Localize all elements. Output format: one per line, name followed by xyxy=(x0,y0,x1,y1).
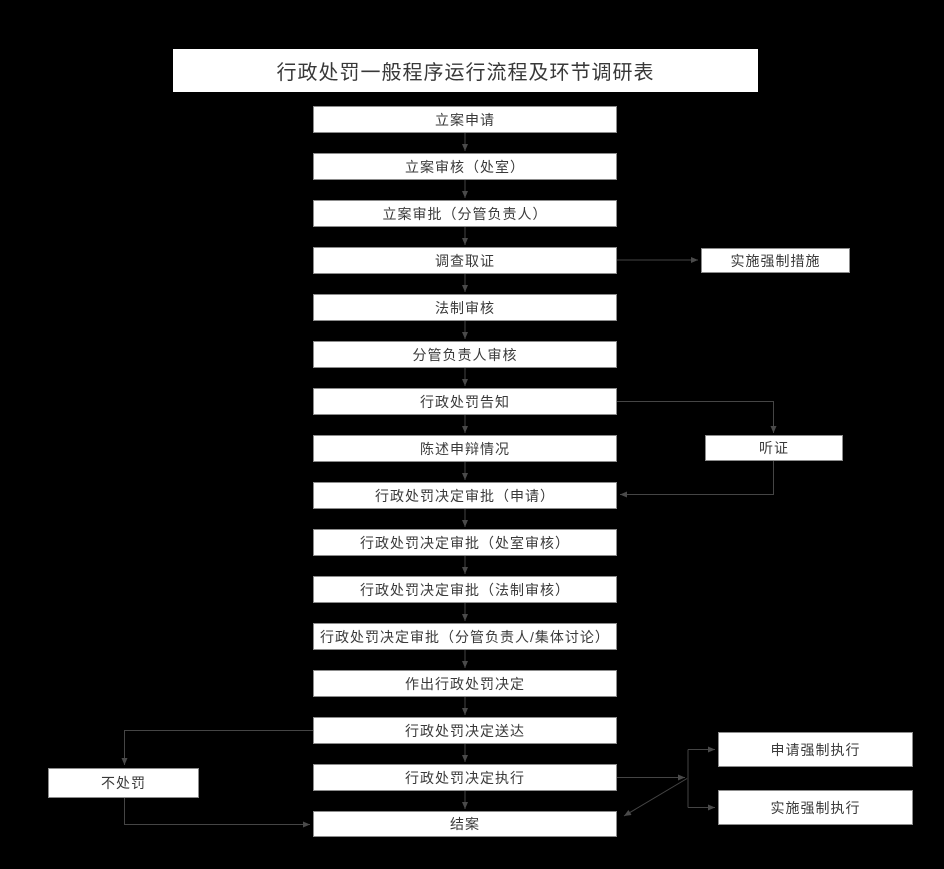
node-decision-approval-legal: 行政处罚决定审批（法制审核） xyxy=(313,576,617,603)
connector-hearing-to-approval xyxy=(620,461,774,498)
node-leader-review: 分管负责人审核 xyxy=(313,341,617,368)
connector-junction-to-close xyxy=(623,778,688,817)
node-implement-compulsory-execution: 实施强制执行 xyxy=(718,790,913,825)
node-decision-delivery: 行政处罚决定送达 xyxy=(313,717,617,744)
node-decision-approval-leader-discussion: 行政处罚决定审批（分管负责人/集体讨论） xyxy=(313,623,617,650)
node-legal-review: 法制审核 xyxy=(313,294,617,321)
node-no-penalty: 不处罚 xyxy=(48,768,199,798)
node-decision-approval-division: 行政处罚决定审批（处室审核） xyxy=(313,529,617,556)
node-decision-approval-application: 行政处罚决定审批（申请） xyxy=(313,482,617,509)
connector-to-hearing xyxy=(617,401,777,433)
node-hearing: 听证 xyxy=(705,435,843,461)
node-case-filing-review: 立案审核（处室） xyxy=(313,153,617,180)
node-case-filing-application: 立案申请 xyxy=(313,106,617,133)
node-case-closed: 结案 xyxy=(313,811,617,837)
node-statement-defense: 陈述申辩情况 xyxy=(313,435,617,462)
node-compulsory-measures: 实施强制措施 xyxy=(701,248,850,273)
connector-no-penalty-to-close xyxy=(124,798,310,828)
node-case-filing-approval: 立案审批（分管负责人） xyxy=(313,200,617,227)
node-penalty-notification: 行政处罚告知 xyxy=(313,388,617,415)
diagram-title: 行政处罚一般程序运行流程及环节调研表 xyxy=(173,49,758,92)
connector-to-no-penalty xyxy=(121,730,313,765)
node-investigation-evidence: 调查取证 xyxy=(313,247,617,274)
node-decision-execution: 行政处罚决定执行 xyxy=(313,764,617,791)
node-make-penalty-decision: 作出行政处罚决定 xyxy=(313,670,617,697)
node-apply-compulsory-execution: 申请强制执行 xyxy=(718,732,913,767)
